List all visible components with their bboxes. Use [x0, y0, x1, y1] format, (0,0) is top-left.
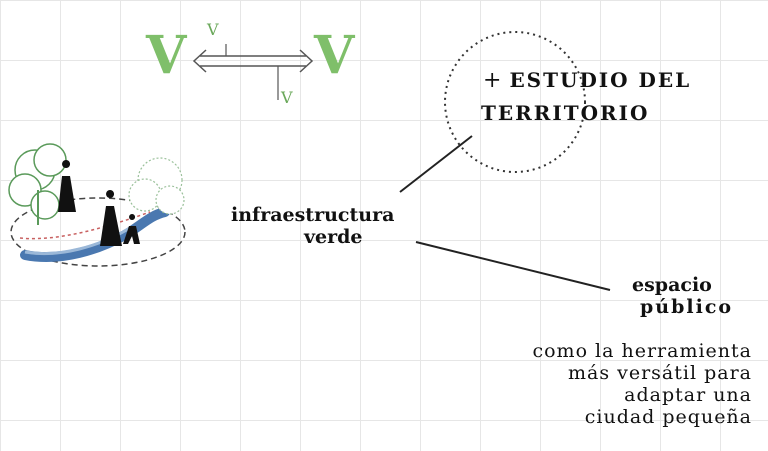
v-letter-top: V — [207, 20, 219, 39]
plus-icon: + — [483, 68, 504, 93]
center-label-line-1: infraestructura — [231, 204, 395, 226]
desc-line-4: ciudad pequeña — [584, 406, 752, 428]
title-line-2: TERRITORIO — [481, 101, 650, 125]
park-illustration — [8, 143, 186, 267]
title-text-1: ESTUDIO DEL — [509, 68, 692, 92]
v-letter-right: V — [314, 25, 355, 86]
title-line-1: +ESTUDIO DEL — [483, 68, 691, 93]
desc-line-3: adaptar una — [624, 384, 752, 406]
connector-line-espacio — [415, 241, 611, 291]
v-letter-left: V — [146, 25, 187, 86]
connector-line-title — [399, 135, 473, 193]
double-arrow-icon — [192, 44, 314, 100]
dotted-circle — [444, 31, 586, 173]
right-label-line-1: espacio — [632, 274, 712, 296]
right-label-line-2: público — [640, 296, 734, 318]
desc-line-1: como la herramienta — [532, 340, 752, 362]
v-letter-bottom: V — [281, 88, 293, 107]
center-label-line-2: verde — [304, 226, 363, 248]
desc-line-2: más versátil para — [567, 362, 752, 384]
